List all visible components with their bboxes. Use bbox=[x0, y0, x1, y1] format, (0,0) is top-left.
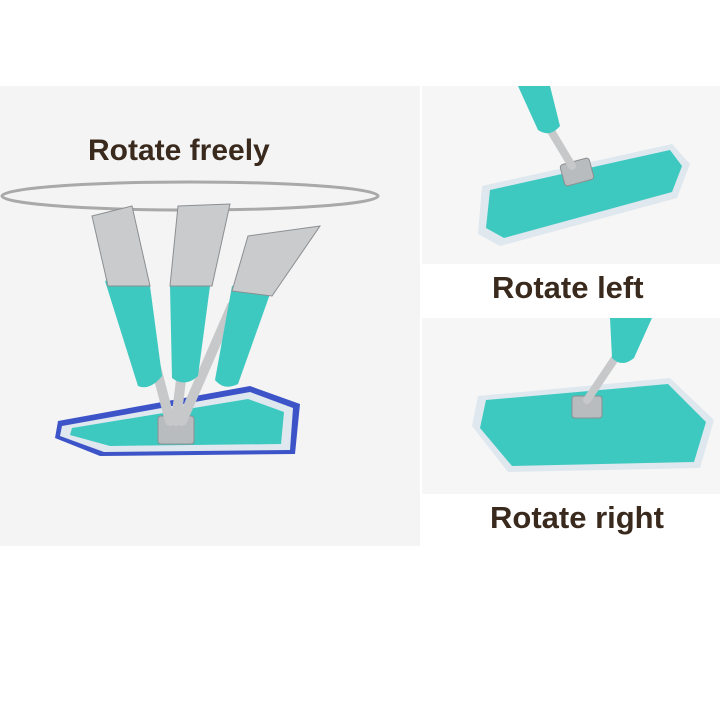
mop-handle-center bbox=[169, 203, 231, 383]
rotate-freely-photo bbox=[0, 86, 420, 546]
mop-pad bbox=[478, 144, 690, 246]
mop-handle bbox=[518, 86, 560, 134]
rotate-right-photo bbox=[422, 318, 720, 494]
mop-handle-right bbox=[215, 225, 322, 387]
caption-rotate-freely: Rotate freely bbox=[88, 134, 270, 167]
caption-rotate-left: Rotate left bbox=[492, 270, 644, 305]
caption-rotate-right: Rotate right bbox=[490, 500, 664, 535]
mop-handle bbox=[610, 318, 652, 363]
mop-pad bbox=[472, 378, 714, 472]
mop-handle-left bbox=[91, 205, 162, 388]
rotate-left-photo bbox=[422, 86, 720, 264]
